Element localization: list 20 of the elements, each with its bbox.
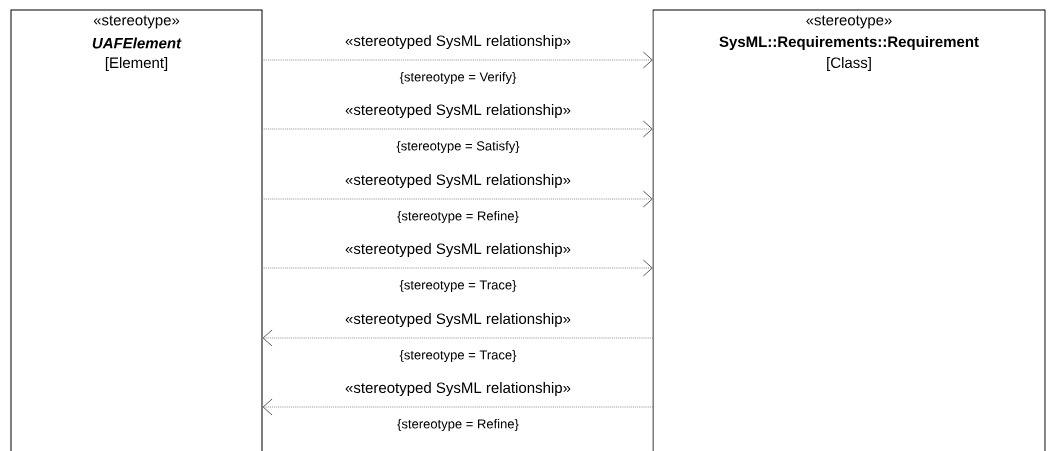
edge-label: «stereotyped SysML relationship» xyxy=(345,35,571,49)
edge-label: «stereotyped SysML relationship» xyxy=(345,104,571,118)
edge-label: «stereotyped SysML relationship» xyxy=(345,174,571,188)
edge-label: «stereotyped SysML relationship» xyxy=(345,382,571,396)
arrow xyxy=(261,51,653,69)
edge-label: «stereotyped SysML relationship» xyxy=(345,313,571,327)
class-box: «stereotype» SysML::Requirements::Requirement [Class] xyxy=(652,9,1046,451)
constraint-label: {stereotype = Satisfy} xyxy=(396,140,520,154)
arrow xyxy=(262,398,654,416)
arrow xyxy=(261,120,653,138)
constraint-label: {stereotype = Trace} xyxy=(399,349,517,363)
constraint-label: {stereotype = Verify} xyxy=(399,71,517,85)
constraint-label: {stereotype = Refine} xyxy=(397,418,519,432)
arrow xyxy=(262,329,654,347)
arrow xyxy=(261,190,653,208)
edge-label: «stereotyped SysML relationship» xyxy=(345,243,571,257)
arrow xyxy=(261,259,653,277)
constraint-label: {stereotype = Refine} xyxy=(397,210,519,224)
constraint-label: {stereotype = Trace} xyxy=(399,279,517,293)
class-box: «stereotype» UAFElement [Element] xyxy=(10,9,263,451)
